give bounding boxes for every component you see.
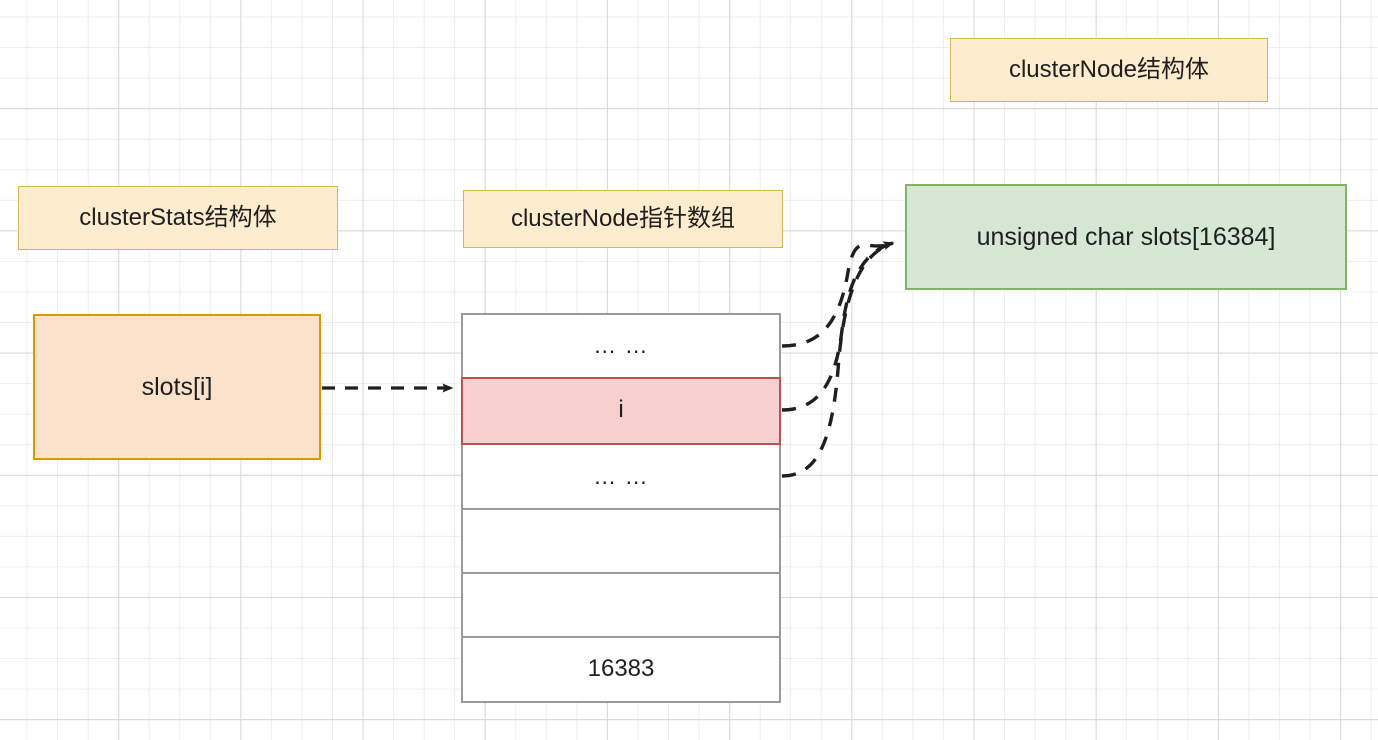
array-row: … … xyxy=(461,313,781,379)
array-cell-label: 16383 xyxy=(587,655,655,683)
array-row-highlighted: i xyxy=(461,376,781,445)
array-row-last: 16383 xyxy=(461,636,781,704)
array-cell-label: … … xyxy=(593,462,649,489)
node-slots-array-text: unsigned char slots[16384] xyxy=(976,223,1276,251)
label-cluster-stats-struct-text: clusterStats结构体 xyxy=(79,203,277,231)
edge-row1-to-slots-array xyxy=(781,241,894,348)
label-cluster-stats-struct: clusterStats结构体 xyxy=(18,186,338,250)
node-slots-array: unsigned char slots[16384] xyxy=(905,184,1347,290)
label-cluster-node-pointer-array-text: clusterNode指针数组 xyxy=(510,204,736,232)
array-cell-label: … … xyxy=(593,332,649,359)
edge-row3-to-slots-array xyxy=(781,241,894,478)
label-cluster-node-pointer-array: clusterNode指针数组 xyxy=(463,190,783,248)
node-slots-i: slots[i] xyxy=(33,314,321,460)
node-slots-i-text: slots[i] xyxy=(141,373,213,401)
label-cluster-node-struct-text: clusterNode结构体 xyxy=(1008,55,1210,83)
label-cluster-node-struct: clusterNode结构体 xyxy=(950,38,1268,102)
edge-row2-to-slots-array xyxy=(781,241,895,412)
cluster-node-pointer-array-table: … … i … … 16383 xyxy=(461,313,781,704)
array-row xyxy=(461,508,781,575)
array-cell-label: i xyxy=(618,396,624,424)
array-row: … … xyxy=(461,442,781,511)
array-row xyxy=(461,572,781,639)
